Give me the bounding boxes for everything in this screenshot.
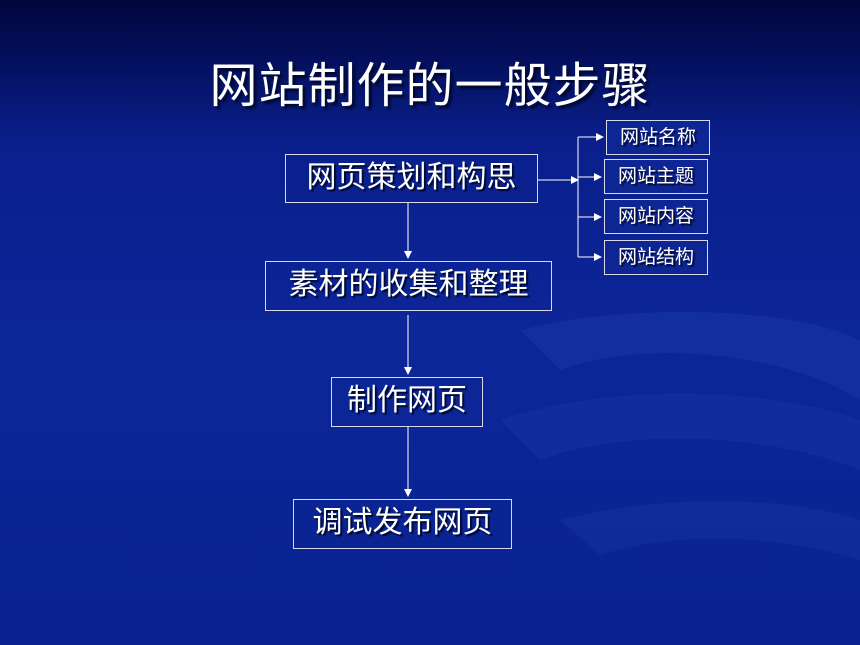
sub-item-box-1: 网站名称 (606, 120, 710, 155)
slide-title: 网站制作的一般步骤 (209, 58, 651, 114)
step-box-2: 素材的收集和整理 (265, 261, 552, 311)
sub-item-box-4: 网站结构 (604, 240, 708, 275)
step-box-3: 制作网页 (331, 377, 483, 427)
sub-item-box-3: 网站内容 (604, 199, 708, 234)
step-box-1: 网页策划和构思 (285, 154, 538, 203)
sub-item-box-2: 网站主题 (604, 159, 708, 194)
step-box-4: 调试发布网页 (293, 499, 512, 549)
